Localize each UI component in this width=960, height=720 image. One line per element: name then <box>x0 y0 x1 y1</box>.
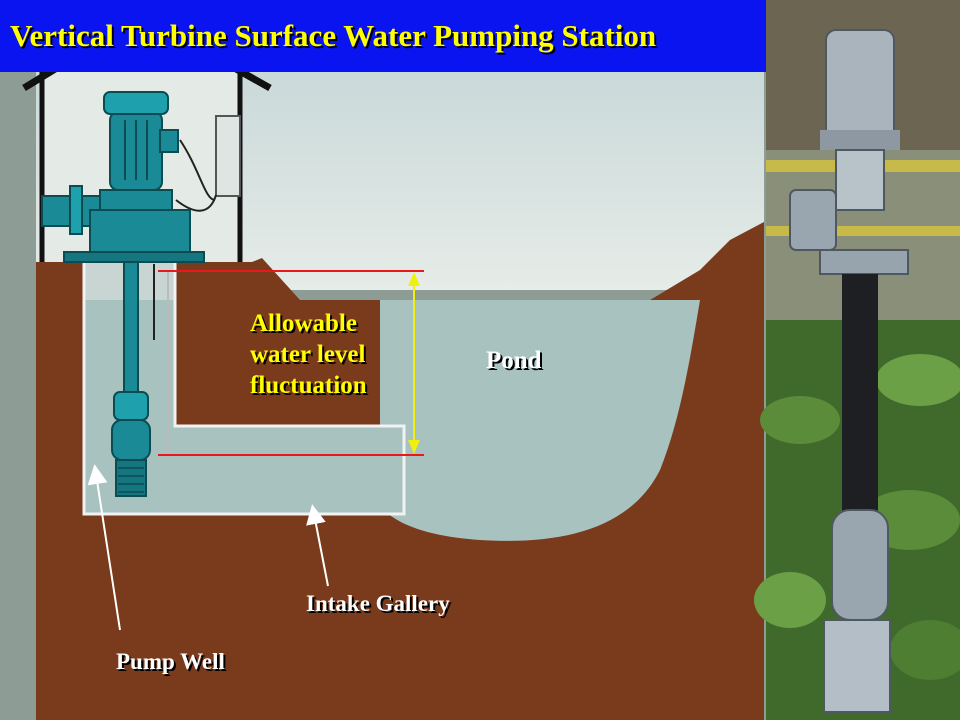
pump-well-pointer <box>87 464 121 631</box>
intake-gallery-pointer <box>306 504 329 587</box>
pump-photo <box>754 0 960 720</box>
well-water <box>84 300 404 514</box>
title-bar: Vertical Turbine Surface Water Pumping S… <box>0 0 766 72</box>
intake-gallery-label: Intake Gallery <box>306 591 450 616</box>
fluctuation-arrowhead-up <box>408 272 420 286</box>
control-wiring <box>175 139 217 212</box>
fluctuation-label: Allowable water level fluctuation <box>250 308 367 401</box>
pond-label: Pond <box>486 347 542 374</box>
embankment-slope <box>262 258 380 426</box>
well-outline <box>82 262 406 516</box>
vertical-turbine-pump <box>41 91 205 497</box>
fluctuation-label-line-1: Allowable <box>250 310 357 337</box>
slide-title: Vertical Turbine Surface Water Pumping S… <box>10 18 657 53</box>
fluctuation-label-line-3: fluctuation <box>250 372 367 399</box>
fluctuation-label-line-2: water level <box>250 341 366 368</box>
right-bank <box>650 222 764 720</box>
fluctuation-arrowhead-down <box>408 440 420 454</box>
control-box <box>215 115 241 197</box>
pump-well-label: Pump Well <box>116 649 225 674</box>
